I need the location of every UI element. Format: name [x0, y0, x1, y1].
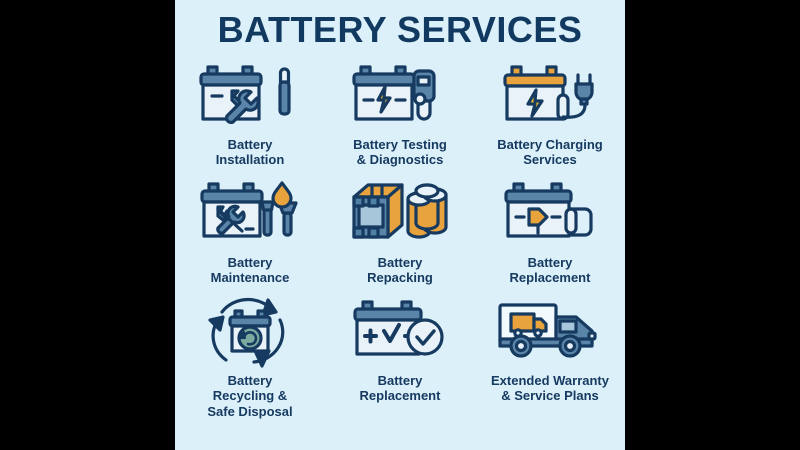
- service-label: Battery Repacking: [367, 254, 433, 286]
- service-card-battery-testing-diagnostics[interactable]: Battery Testing & Diagnostics: [325, 56, 475, 174]
- service-card-battery-replacement-connector[interactable]: Battery Replacement: [475, 174, 625, 292]
- service-label: Battery Testing & Diagnostics: [353, 136, 447, 168]
- battery-connector-plug-icon: [494, 176, 606, 250]
- service-card-battery-installation[interactable]: Battery Installation: [175, 56, 325, 174]
- service-label: Battery Replacement: [509, 254, 591, 286]
- services-grid: Battery Installation: [175, 56, 625, 432]
- battery-recycle-arrows-icon: [194, 294, 306, 368]
- delivery-truck-icon: [494, 294, 606, 368]
- battery-check-terminals-icon: [344, 294, 456, 368]
- service-label: Extended Warranty & Service Plans: [491, 372, 609, 404]
- service-card-battery-charging-services[interactable]: Battery Charging Services: [475, 56, 625, 174]
- service-card-extended-warranty-service-plans[interactable]: Extended Warranty & Service Plans: [475, 292, 625, 432]
- battery-pack-cells-icon: [344, 176, 456, 250]
- service-label: Battery Charging Services: [497, 136, 603, 168]
- battery-wrench-screwdriver-icon: [194, 58, 306, 132]
- battery-services-panel: BATTERY SERVICES: [175, 0, 625, 450]
- service-label: Battery Installation: [215, 136, 285, 168]
- battery-tools-oil-drop-icon: [194, 176, 306, 250]
- service-card-battery-repacking[interactable]: Battery Repacking: [325, 174, 475, 292]
- service-label: Battery Replacement: [359, 372, 441, 404]
- service-card-battery-recycling-safe-disposal[interactable]: Battery Recycling & Safe Disposal: [175, 292, 325, 432]
- service-card-battery-maintenance[interactable]: Battery Maintenance: [175, 174, 325, 292]
- service-label: Battery Recycling & Safe Disposal: [207, 372, 293, 419]
- page-title: BATTERY SERVICES: [217, 9, 583, 50]
- service-card-battery-replacement-check[interactable]: Battery Replacement: [325, 292, 475, 432]
- battery-plug-bolt-icon: [494, 58, 606, 132]
- service-label: Battery Maintenance: [210, 254, 290, 286]
- battery-tester-bolt-icon: [344, 58, 456, 132]
